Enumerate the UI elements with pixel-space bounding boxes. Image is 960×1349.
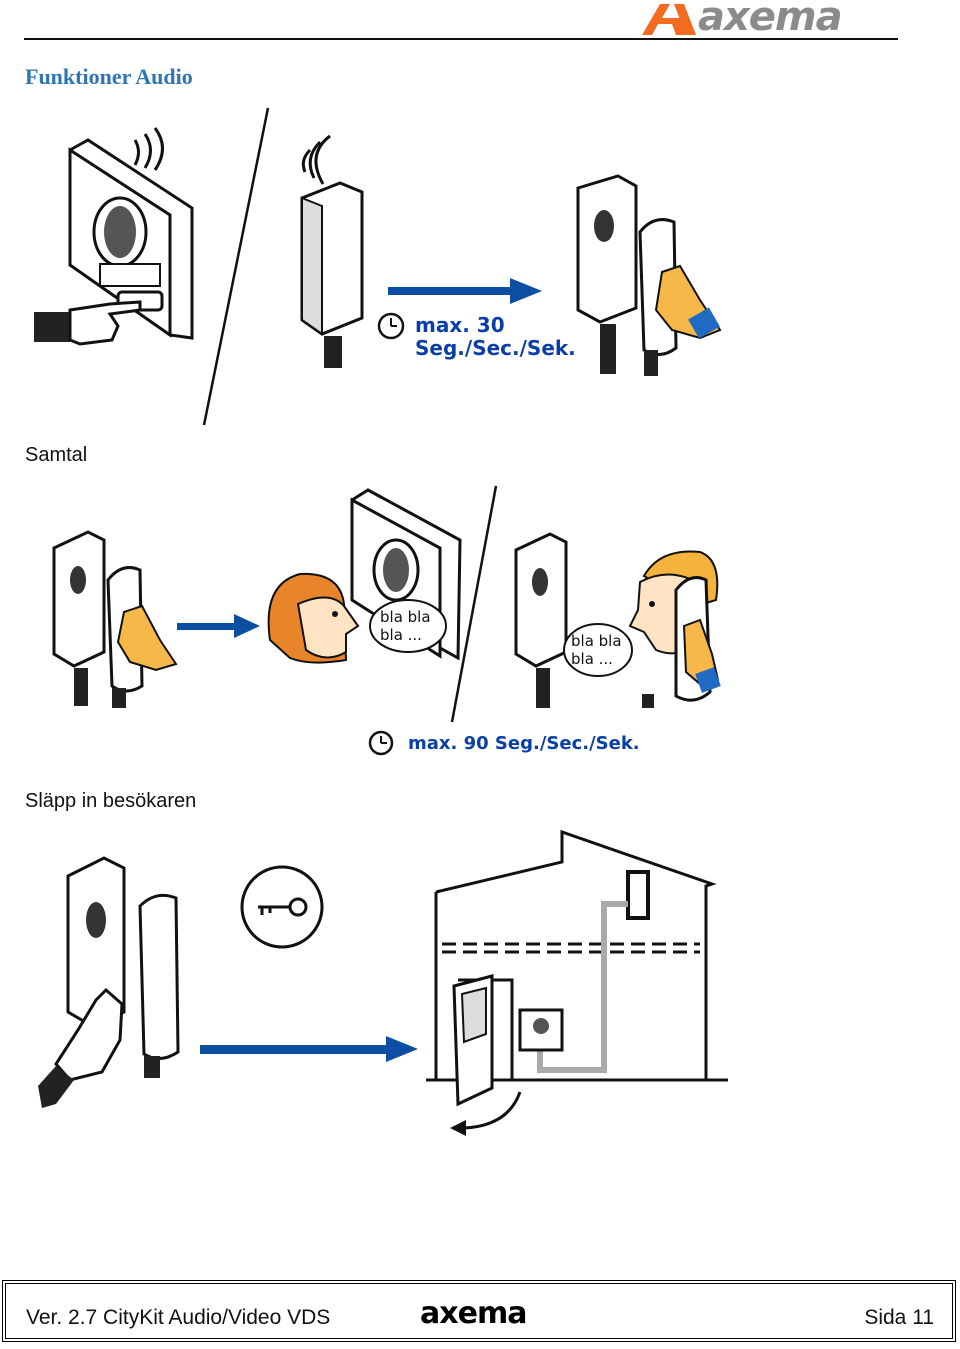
footer-page-number: Sida 11 [864, 1306, 934, 1329]
speech-bubble-icon: bla bla bla ... [369, 599, 447, 653]
ringing-waves-icon [133, 127, 164, 171]
section-title: Funktioner Audio [25, 64, 193, 89]
speech-bubble-icon-2: bla bla bla ... [563, 623, 633, 677]
handset-icon-3 [514, 532, 568, 708]
diagram-calling: max. 30 Seg./Sec./Sek. [34, 107, 722, 426]
divider-line [202, 107, 270, 426]
visitor-face-icon [267, 572, 360, 664]
caption-let-in: Släpp in besökaren [25, 790, 197, 812]
bubble2-line1: bla bla [571, 632, 622, 650]
house-icon [426, 829, 728, 1082]
door-open-icon [450, 974, 522, 1136]
timer-label-line2: Seg./Sec./Sek. [415, 336, 576, 360]
hand-press-icon [34, 300, 142, 346]
axema-logo-mark-icon [642, 4, 696, 35]
resident-face-icon [628, 550, 721, 708]
arrow-right-icon-2 [177, 614, 260, 638]
axema-logo: axema [640, 0, 900, 40]
handset-icon [300, 181, 364, 368]
logo-text: axema [698, 0, 843, 40]
caption-call: Samtal [25, 444, 88, 466]
clock-icon [377, 312, 405, 340]
handset-icon-4 [66, 856, 180, 1078]
door-panel-icon [68, 138, 194, 340]
divider-line-2 [450, 485, 498, 723]
timer-label-line1: max. 30 [415, 313, 505, 337]
timer-label-2: max. 90 Seg./Sec./Sek. [408, 733, 640, 754]
handset-icon-2 [52, 530, 178, 708]
arrow-right-icon [388, 278, 542, 304]
header-rule [24, 38, 898, 40]
key-icon [240, 865, 324, 949]
page-footer: Ver. 2.7 CityKit Audio/Video VDS axema S… [2, 1280, 956, 1342]
bubble1-line1: bla bla [380, 608, 431, 626]
bubble2-line2: bla ... [571, 650, 613, 668]
hand-lift-handset-icon [576, 174, 722, 376]
diagram-open-door [38, 829, 728, 1136]
diagram-conversation: bla bla bla ... bla bla bla ... max. 90 … [52, 485, 721, 756]
footer-brand: axema [420, 1296, 527, 1331]
door-panel-icon-2 [350, 488, 462, 661]
footer-version: Ver. 2.7 CityKit Audio/Video VDS [26, 1306, 331, 1329]
clock-icon-2 [368, 730, 394, 756]
bubble1-line2: bla ... [380, 626, 422, 644]
ringing-waves-icon-2 [301, 134, 331, 185]
hand-press-icon-2 [38, 987, 124, 1108]
arrow-right-icon-3 [200, 1036, 418, 1062]
